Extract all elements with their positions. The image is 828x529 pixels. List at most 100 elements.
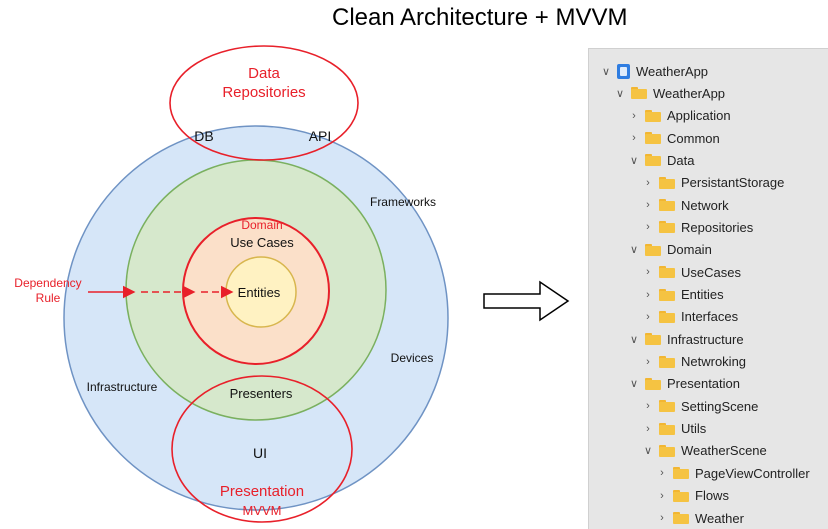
db-label: DB bbox=[194, 128, 213, 144]
tree-item-interfaces[interactable]: › Interfaces bbox=[643, 306, 738, 328]
presentation-label-2: MVVM bbox=[243, 503, 282, 518]
chevron-right-icon[interactable]: › bbox=[646, 355, 650, 368]
presentation-label-1: Presentation bbox=[220, 483, 304, 500]
tree-item-settingscene[interactable]: › SettingScene bbox=[643, 395, 758, 417]
chevron-right-icon[interactable]: › bbox=[632, 109, 636, 122]
tree-item-label: Weather bbox=[695, 510, 744, 526]
chevron-right-icon[interactable]: › bbox=[646, 176, 650, 189]
tree-item-label: Network bbox=[681, 197, 729, 213]
tree-item-label: PageViewController bbox=[695, 465, 810, 481]
tree-item-weatherapp[interactable]: ∨ WeatherApp bbox=[601, 60, 708, 82]
chevron-down-icon[interactable]: ∨ bbox=[615, 87, 625, 100]
tree-item-label: Entities bbox=[681, 287, 724, 302]
tree-item-label: Interfaces bbox=[681, 309, 739, 325]
tree-item-weatherapp[interactable]: ∨ WeatherApp bbox=[615, 82, 725, 104]
tree-item-label: Application bbox=[667, 108, 731, 124]
entities-label: Entities bbox=[238, 285, 281, 300]
folder-icon bbox=[673, 512, 689, 524]
tree-item-label: UseCases bbox=[681, 264, 741, 280]
folder-icon bbox=[631, 87, 647, 100]
tree-item-domain[interactable]: ∨ Domain bbox=[629, 239, 712, 261]
chevron-right-icon[interactable]: › bbox=[646, 310, 650, 323]
project-navigator[interactable]: ∨ WeatherApp ∨ WeatherApp › Application › Commo… bbox=[588, 48, 828, 529]
folder-icon bbox=[645, 243, 661, 256]
tree-item-label: Domain bbox=[667, 242, 712, 258]
chevron-right-icon[interactable]: › bbox=[660, 467, 664, 480]
tree-item-label: SettingScene bbox=[681, 398, 759, 414]
tree-item-label: Netwroking bbox=[681, 354, 747, 370]
tree-item-repositories[interactable]: ›Repositories bbox=[643, 216, 753, 238]
chevron-right-icon[interactable]: › bbox=[660, 489, 664, 502]
chevron-right-icon[interactable]: › bbox=[660, 512, 664, 524]
tree-item-application[interactable]: › Application bbox=[629, 105, 731, 127]
chevron-right-icon[interactable]: › bbox=[646, 266, 650, 279]
folder-icon bbox=[673, 467, 689, 480]
project-icon bbox=[617, 63, 630, 79]
tree-item-label: Data bbox=[667, 152, 695, 168]
tree-item-data[interactable]: ∨ Data bbox=[629, 149, 695, 171]
infrastructure-label: Infrastructure bbox=[87, 380, 158, 394]
folder-icon bbox=[645, 333, 661, 346]
tree-item-label: WeatherScene bbox=[681, 443, 767, 459]
chevron-right-icon[interactable]: › bbox=[646, 221, 650, 234]
data-repositories-label-2: Repositories bbox=[222, 84, 305, 101]
tree-item-netwroking[interactable]: › Netwroking bbox=[643, 351, 746, 373]
page-title: Clean Architecture + MVVM bbox=[332, 4, 628, 31]
api-label: API bbox=[309, 128, 332, 144]
tree-item-label: Presentation bbox=[667, 376, 740, 392]
folder-icon bbox=[659, 266, 675, 279]
domain-label: Domain bbox=[241, 218, 282, 232]
ui-label: UI bbox=[253, 445, 267, 461]
chevron-right-icon[interactable]: › bbox=[646, 199, 650, 212]
tree-item-presentation[interactable]: ∨ Presentation bbox=[629, 373, 740, 395]
tree-item-weatherscene[interactable]: ∨ WeatherScene bbox=[643, 440, 767, 462]
tree-item-common[interactable]: › Common bbox=[629, 127, 720, 149]
clean-architecture-diagram: Data Repositories DB API Frameworks Devi… bbox=[14, 45, 570, 523]
folder-icon bbox=[659, 221, 675, 234]
devices-label: Devices bbox=[391, 351, 434, 365]
data-repositories-ellipse bbox=[169, 45, 359, 161]
tree-item-weather[interactable]: › Weather bbox=[657, 507, 744, 529]
folder-icon bbox=[659, 400, 675, 413]
transition-arrow-icon bbox=[483, 280, 570, 322]
tree-item-entities[interactable]: › Entities bbox=[643, 284, 724, 306]
folder-icon bbox=[673, 489, 689, 502]
tree-item-flows[interactable]: ›Flows bbox=[657, 485, 729, 507]
tree-item-utils[interactable]: › Utils bbox=[643, 418, 706, 440]
tree-item-network[interactable]: › Network bbox=[643, 194, 729, 216]
folder-icon bbox=[645, 377, 661, 390]
tree-item-usecases[interactable]: › UseCases bbox=[643, 261, 741, 283]
folder-icon bbox=[659, 288, 675, 301]
chevron-down-icon[interactable]: ∨ bbox=[629, 154, 639, 167]
tree-item-label: WeatherApp bbox=[636, 63, 709, 79]
folder-icon bbox=[645, 132, 661, 145]
frameworks-label: Frameworks bbox=[370, 195, 436, 209]
folder-icon bbox=[645, 154, 661, 167]
presenters-label: Presenters bbox=[230, 386, 293, 401]
dependency-rule-label-1: Dependency bbox=[14, 276, 81, 290]
tree-item-label: Common bbox=[667, 130, 720, 146]
folder-icon bbox=[659, 176, 675, 189]
folder-icon bbox=[659, 444, 675, 457]
tree-item-persistantstorage[interactable]: › PersistantStorage bbox=[643, 172, 784, 194]
chevron-down-icon[interactable]: ∨ bbox=[629, 244, 639, 257]
folder-icon bbox=[659, 355, 675, 368]
tree-item-label: Infrastructure bbox=[667, 331, 744, 347]
tree-item-label: WeatherApp bbox=[653, 85, 726, 101]
folder-icon bbox=[659, 199, 675, 212]
chevron-down-icon[interactable]: ∨ bbox=[629, 378, 639, 391]
chevron-right-icon[interactable]: › bbox=[646, 400, 650, 413]
tree-item-label: Utils bbox=[681, 421, 707, 437]
chevron-right-icon[interactable]: › bbox=[646, 422, 650, 435]
tree-item-label: PersistantStorage bbox=[681, 175, 785, 191]
folder-icon bbox=[659, 310, 675, 323]
dependency-rule-label-2: Rule bbox=[36, 291, 61, 305]
folder-icon bbox=[645, 109, 661, 122]
tree-item-pageviewcontroller[interactable]: › PageViewController bbox=[657, 462, 810, 484]
tree-item-infrastructure[interactable]: ∨ Infrastructure bbox=[629, 328, 744, 350]
chevron-down-icon[interactable]: ∨ bbox=[629, 333, 639, 346]
chevron-right-icon[interactable]: › bbox=[632, 132, 636, 145]
chevron-right-icon[interactable]: › bbox=[646, 288, 650, 301]
chevron-down-icon[interactable]: ∨ bbox=[643, 445, 653, 458]
chevron-down-icon[interactable]: ∨ bbox=[601, 65, 611, 78]
